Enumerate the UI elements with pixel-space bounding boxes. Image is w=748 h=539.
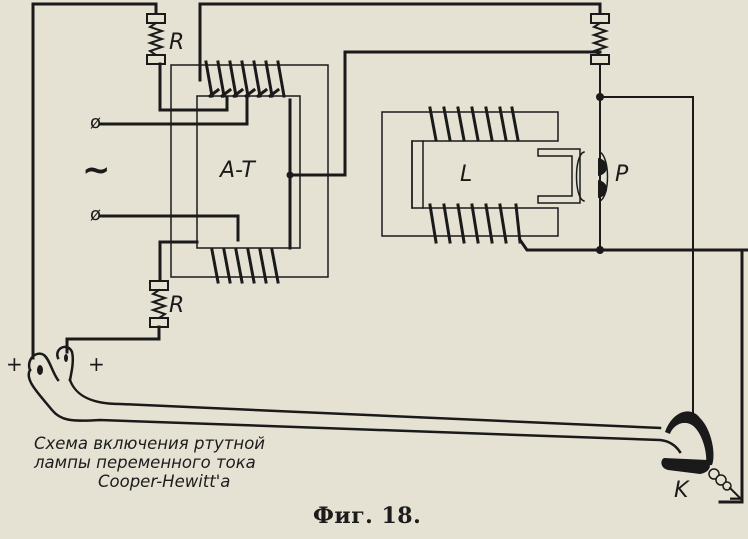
resistor-right bbox=[590, 13, 610, 65]
inductor-core bbox=[381, 111, 559, 237]
caption-line-1: Схема включения ртутной bbox=[34, 434, 266, 453]
contact-k bbox=[661, 399, 732, 491]
lamp-terminal-p bbox=[537, 148, 609, 204]
ac-input-wires bbox=[99, 96, 249, 242]
label-resistor-bottom-left: R bbox=[169, 293, 185, 318]
caption-line-2: лампы переменного тока bbox=[34, 453, 256, 472]
junction-r bbox=[596, 93, 604, 101]
ac-symbol: ~ bbox=[82, 150, 111, 190]
electrode-right bbox=[64, 354, 68, 362]
label-plus-right: + bbox=[88, 352, 105, 376]
label-plus-left: + bbox=[6, 352, 23, 376]
label-minus: − bbox=[728, 486, 745, 510]
right-wiring bbox=[599, 63, 744, 504]
label-autotransformer: A-T bbox=[220, 158, 255, 183]
figure-label: Фиг. 18. bbox=[313, 503, 422, 529]
ac-terminal-bottom-icon: ø bbox=[90, 204, 102, 225]
junction-at bbox=[286, 171, 294, 179]
label-contact: K bbox=[674, 478, 689, 503]
caption-line-3: Cooper-Hewitt'a bbox=[98, 472, 231, 491]
label-resistor-top-left: R bbox=[169, 30, 185, 55]
label-inductor: L bbox=[460, 162, 473, 187]
autotransformer-top-coil bbox=[198, 2, 602, 99]
diagram-caption: Схема включения ртутной лампы переменног… bbox=[34, 434, 364, 491]
autotransformer-bottom-coil bbox=[158, 173, 292, 284]
ac-terminal-top-icon: ø bbox=[90, 112, 102, 133]
junction-lamp bbox=[596, 246, 604, 254]
wire-left-main bbox=[31, 2, 158, 360]
label-lamp-terminal: P bbox=[615, 162, 629, 187]
mercury-lamp-tube bbox=[27, 345, 682, 454]
wire-k-to-minus bbox=[728, 486, 744, 502]
resistor-top-left bbox=[146, 13, 229, 112]
resistor-bottom-left bbox=[65, 280, 169, 354]
wire-tap-to-inductor bbox=[288, 50, 602, 177]
inductor-coils bbox=[428, 106, 748, 252]
electrode-left bbox=[37, 365, 43, 375]
